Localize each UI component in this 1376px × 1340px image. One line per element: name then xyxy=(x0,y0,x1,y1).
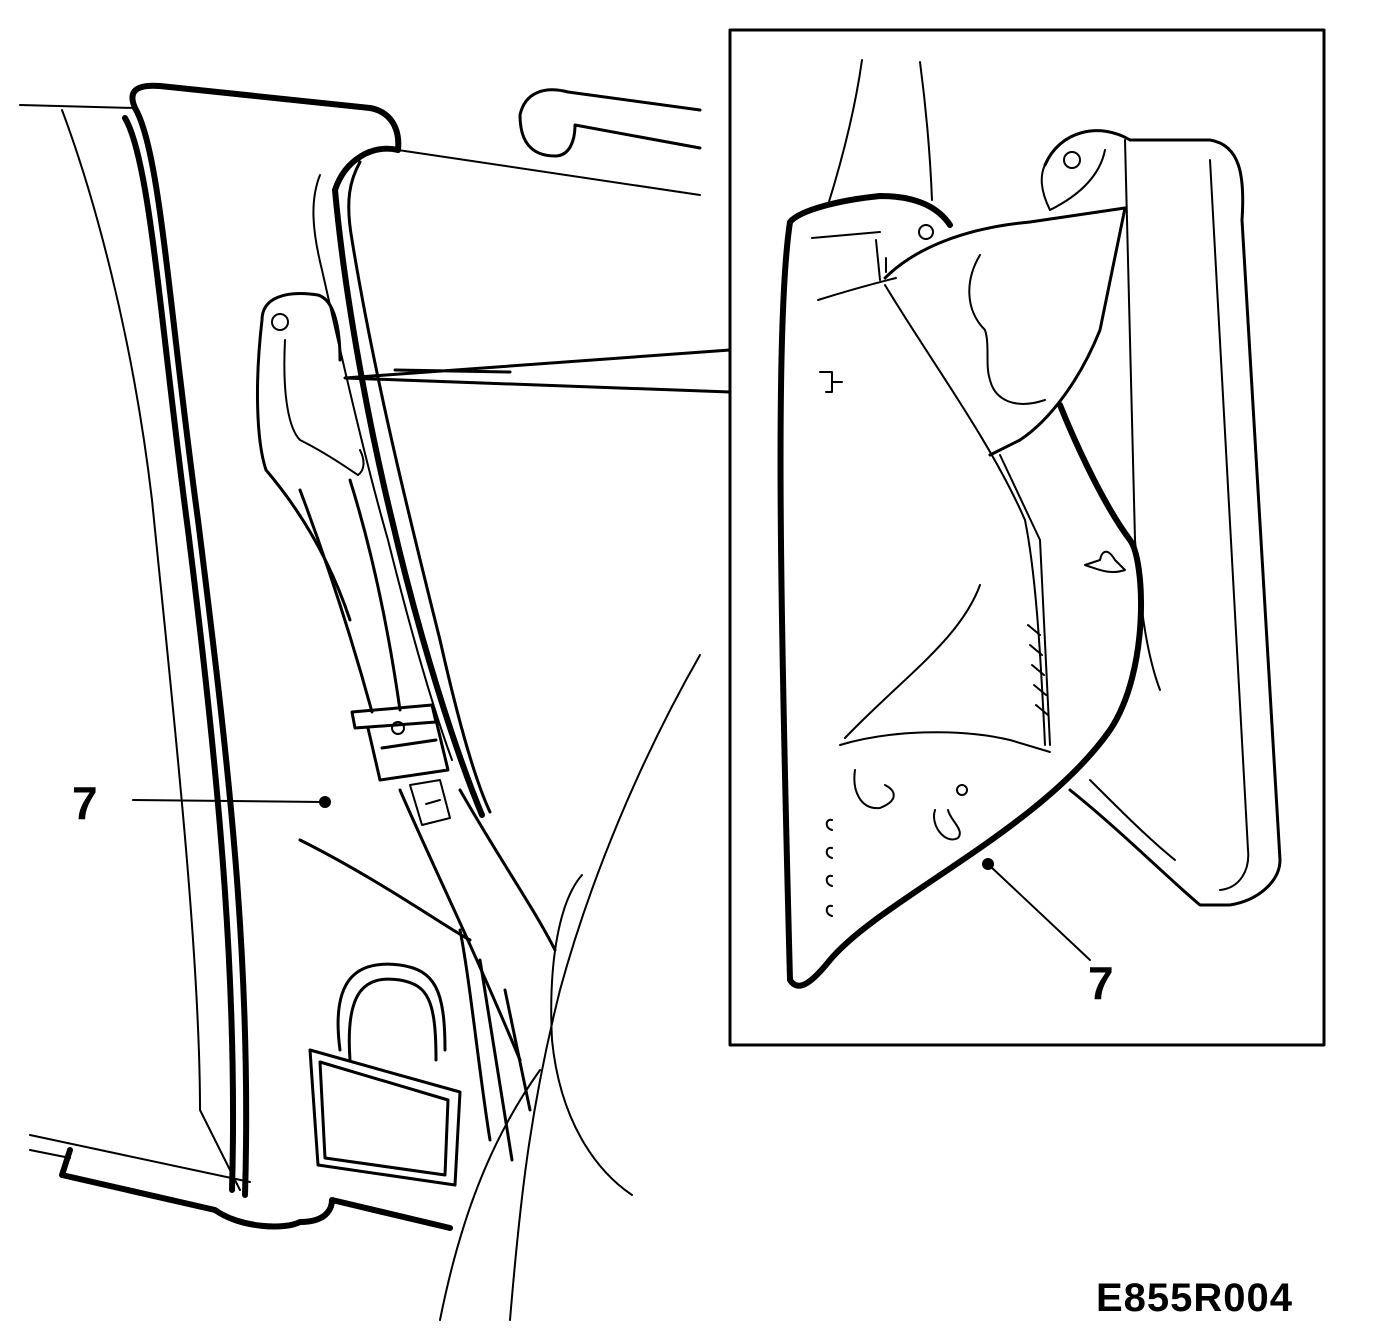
inset-panel-inner xyxy=(811,231,1051,753)
seat-belt-webbing xyxy=(298,478,557,1062)
belt-tongue xyxy=(409,779,451,826)
grab-handle xyxy=(518,88,702,158)
floor-sill xyxy=(59,1147,453,1231)
pillar-face-line xyxy=(61,109,241,1191)
leader-line-left xyxy=(132,799,323,803)
lower-trim-edge xyxy=(458,928,532,1162)
window-frame-edge xyxy=(312,174,453,761)
drawing-reference-code: E855R004 xyxy=(1096,1276,1294,1320)
main-view xyxy=(19,82,732,1321)
door-seal-outer xyxy=(129,82,402,1198)
inset-pillar-lines xyxy=(827,59,933,206)
trim-clip-hole xyxy=(271,313,289,331)
lower-trim-pocket xyxy=(308,962,462,1187)
trim-panel-groove xyxy=(283,339,365,476)
callout-number-inset: 7 xyxy=(1088,957,1114,1009)
inset-door-hole xyxy=(1063,151,1081,169)
headliner-edge xyxy=(397,149,701,196)
inset-clips-lower xyxy=(825,769,961,917)
callout-number-left: 7 xyxy=(72,777,98,829)
inset-ribs xyxy=(1027,624,1049,716)
inset-small-hole xyxy=(956,784,968,796)
inset-belt-guide xyxy=(883,206,1127,457)
roof-line xyxy=(19,104,136,109)
detail-pointer xyxy=(343,348,732,394)
seat-contour xyxy=(439,654,701,1321)
floor-line xyxy=(29,1134,251,1183)
inset-trim-panel xyxy=(777,193,1144,989)
inset-mount-hole xyxy=(918,224,934,240)
door-seal-inner xyxy=(122,115,237,1193)
inset-belt-slot xyxy=(968,254,1046,405)
belt-buckle xyxy=(350,703,450,782)
inset-fastener xyxy=(819,371,843,393)
buckle-hole xyxy=(391,721,405,735)
leader-dot-left xyxy=(319,796,331,808)
inset-view xyxy=(728,28,1326,1047)
inset-curve xyxy=(844,584,981,739)
window-frame-inner xyxy=(347,160,492,814)
leader-line-inset xyxy=(989,865,1091,961)
inset-door-seal xyxy=(1040,139,1250,891)
inset-hook xyxy=(1084,550,1126,574)
inset-frame xyxy=(728,28,1326,1047)
leader-dot-inset xyxy=(982,858,994,870)
inset-door-frame xyxy=(1043,129,1282,907)
window-frame xyxy=(332,145,485,818)
